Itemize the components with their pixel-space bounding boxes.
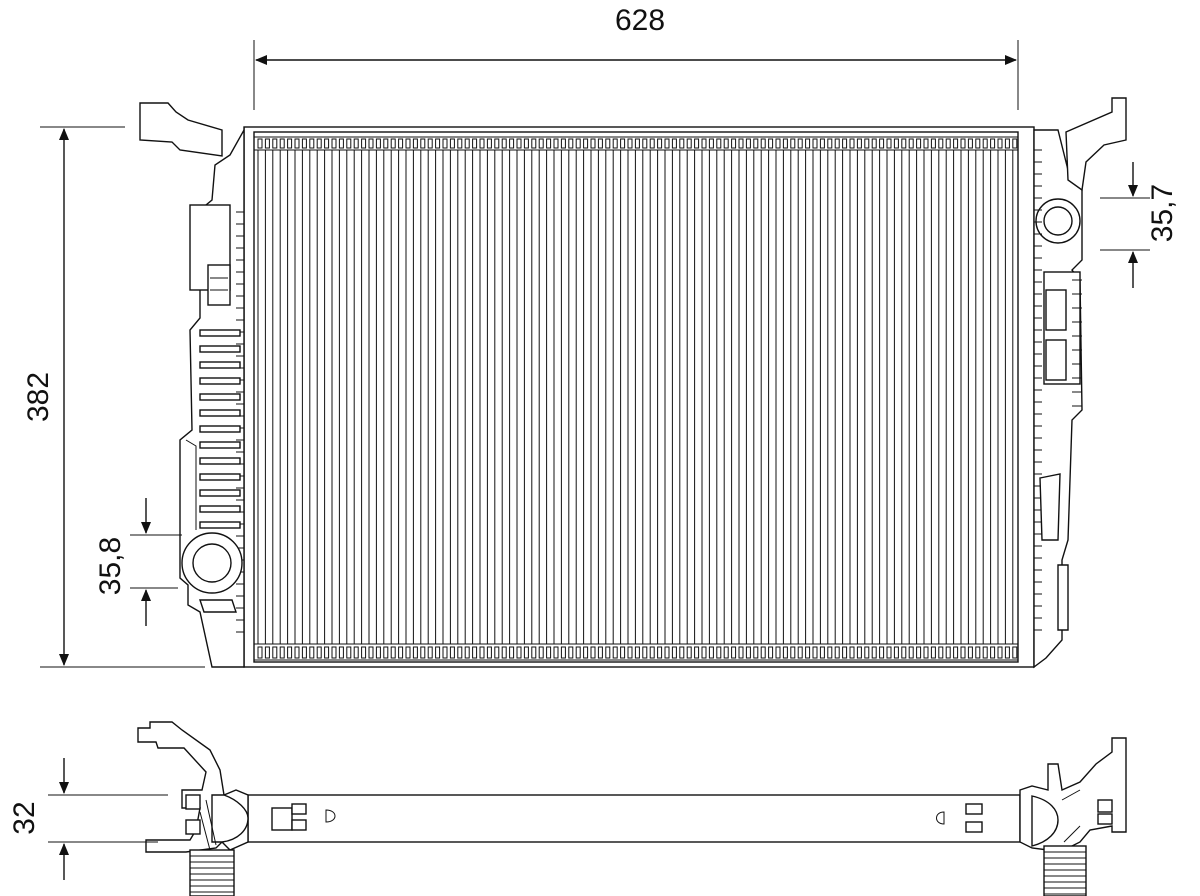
left-tank	[139, 102, 245, 668]
side-left-end	[137, 721, 249, 896]
side-right-end	[1019, 737, 1127, 896]
outlet-dimension-label: 35,8	[94, 537, 127, 595]
right-tank	[1033, 97, 1127, 669]
inlet-dimension-label: 35,7	[1146, 184, 1179, 242]
core-tubes	[257, 150, 1014, 644]
inlet-dimension: 35,7	[1100, 162, 1179, 288]
thickness-dimension-label: 32	[8, 801, 41, 834]
front-view: 628 382 35,7 35,8	[22, 4, 1179, 669]
side-view: 32	[8, 721, 1127, 896]
top-header-strip	[254, 136, 1018, 151]
radiator-core	[253, 131, 1019, 663]
side-clip-right	[936, 803, 983, 833]
height-dimension: 382	[22, 126, 205, 668]
width-dimension: 628	[253, 4, 1019, 110]
bottom-header-strip	[254, 643, 1018, 661]
height-dimension-label: 382	[22, 372, 55, 422]
side-clip-left	[271, 803, 336, 831]
outlet-dimension: 35,8	[94, 498, 182, 626]
side-view-core	[247, 794, 1021, 843]
thickness-dimension: 32	[8, 758, 168, 880]
width-dimension-label: 628	[615, 4, 665, 37]
